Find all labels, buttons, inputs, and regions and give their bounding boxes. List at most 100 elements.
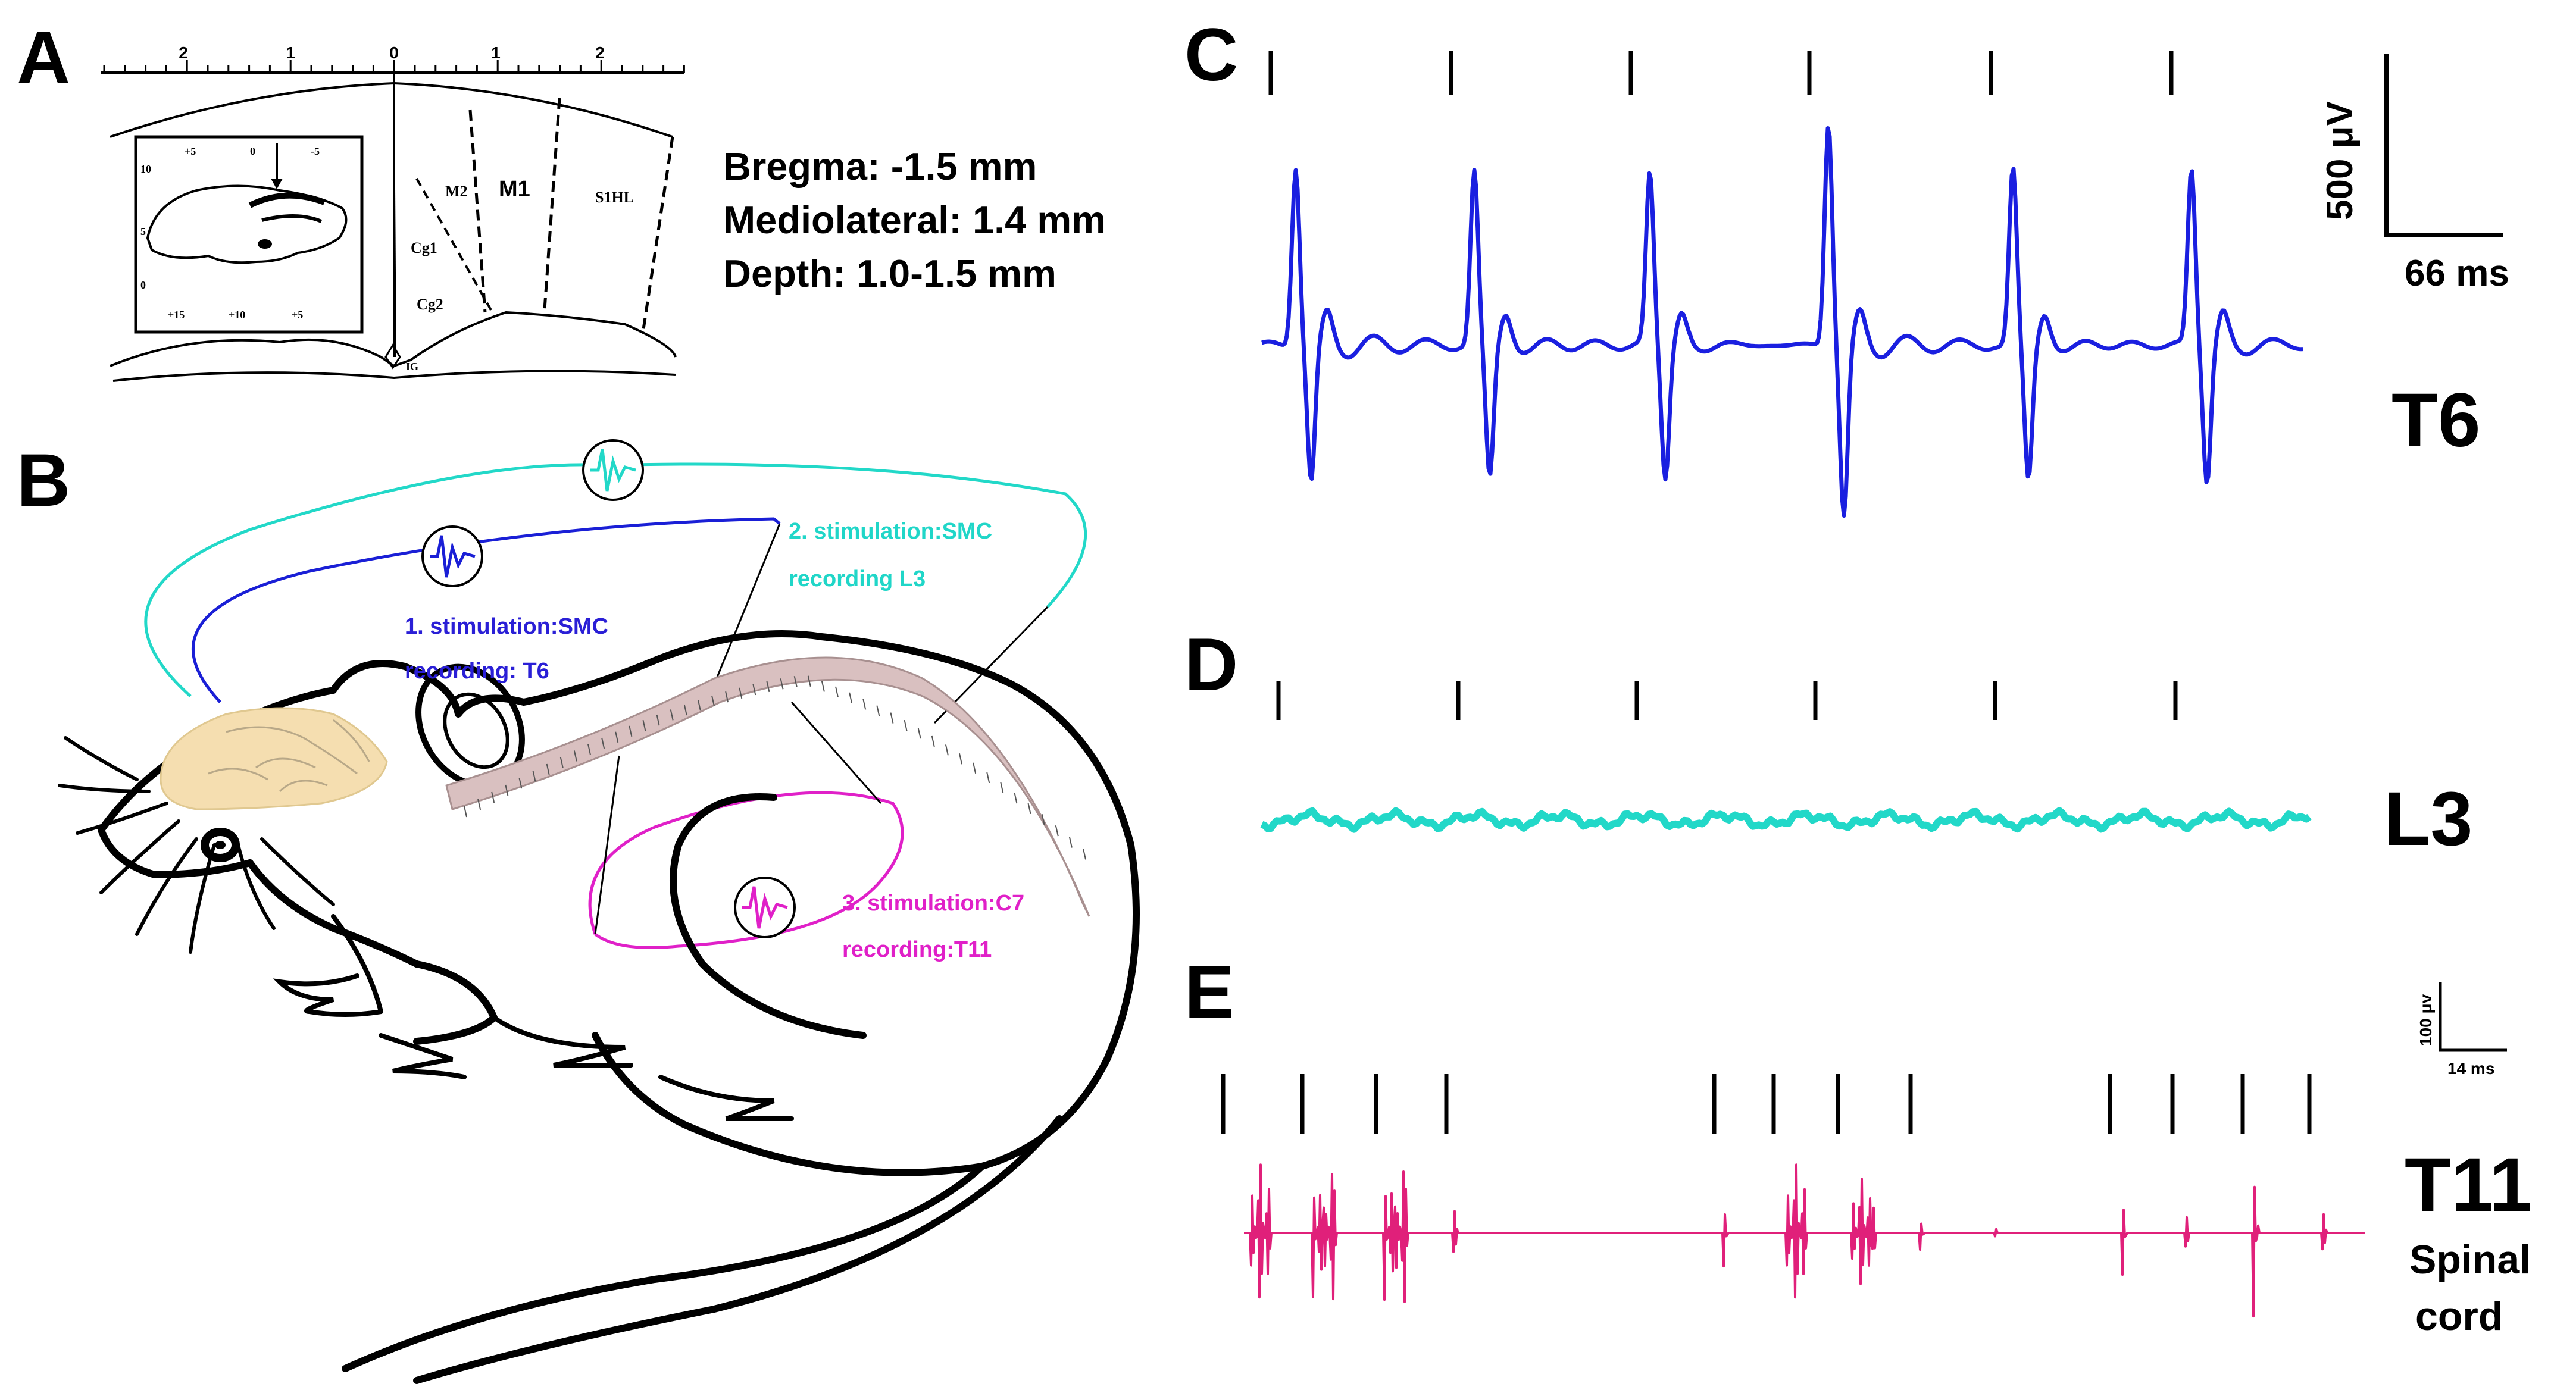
spinal-tick bbox=[1014, 792, 1018, 804]
spinal-cord bbox=[445, 656, 1090, 917]
stim3-line2: recording:T11 bbox=[842, 937, 992, 962]
spinal-tick bbox=[1027, 803, 1031, 815]
rat-whiskers bbox=[58, 736, 335, 954]
panel-letter-e: E bbox=[1184, 951, 1234, 1034]
spinal-tick bbox=[766, 681, 770, 693]
trace-t6 bbox=[1261, 126, 2303, 518]
scale-large-voltage: 500 μV bbox=[2319, 101, 2361, 220]
spinal-tick bbox=[849, 692, 853, 704]
spinal-tick bbox=[1041, 814, 1045, 825]
spinal-tick bbox=[697, 700, 701, 711]
stim2-line1: 2. stimulation:SMC bbox=[789, 519, 992, 544]
spinal-tick bbox=[532, 771, 536, 782]
spinal-cord-ticks bbox=[464, 675, 1086, 860]
ruler-ticks bbox=[103, 60, 685, 73]
spinal-tick bbox=[629, 725, 633, 737]
spinal-tick bbox=[1083, 849, 1086, 860]
spinal-tick bbox=[587, 744, 591, 755]
scale-bar-large: 500 μV 66 ms bbox=[2319, 54, 2509, 294]
spinal-tick bbox=[601, 737, 605, 749]
spinal-tick bbox=[917, 727, 921, 739]
spinal-tick bbox=[546, 763, 550, 775]
atlas-label-m2: M2 bbox=[445, 183, 468, 200]
atlas-label-s1hl: S1HL bbox=[595, 189, 634, 206]
sagittal-bottom-5: +5 bbox=[292, 309, 303, 321]
stimulus-markers-c bbox=[1268, 51, 2174, 95]
scale-small-voltage: 100 μv bbox=[2416, 994, 2435, 1046]
spinal-tick bbox=[1055, 825, 1059, 837]
spinal-tick bbox=[505, 784, 509, 796]
sagittal-left-0: 0 bbox=[140, 279, 146, 291]
stim2-line2: recording L3 bbox=[789, 566, 926, 591]
spinal-tick bbox=[656, 714, 660, 726]
trace-l3 bbox=[1260, 807, 2312, 833]
sagittal-left-5: 5 bbox=[140, 226, 146, 237]
atlas-label-cg2: Cg2 bbox=[417, 296, 443, 313]
coord-mediolateral: Mediolateral: 1.4 mm bbox=[723, 198, 1106, 242]
stim3-line1: 3. stimulation:C7 bbox=[842, 891, 1024, 916]
spinal-tick bbox=[518, 777, 523, 789]
recording-icon-blue bbox=[421, 525, 483, 587]
spinal-tick bbox=[752, 684, 756, 696]
ruler-label-right-1: 1 bbox=[491, 43, 501, 62]
atlas-label-cg1: Cg1 bbox=[411, 239, 437, 256]
spinal-tick bbox=[959, 753, 962, 765]
coronal-atlas-section bbox=[110, 73, 677, 382]
spinal-tick bbox=[683, 704, 687, 716]
sagittal-inset: 10 5 0 +15 +10 +5 +5 0 -5 bbox=[134, 135, 364, 334]
stim1-line1: 1. stimulation:SMC bbox=[405, 614, 608, 639]
spinal-tick bbox=[904, 719, 908, 731]
spinal-tick bbox=[986, 772, 990, 784]
recording-icon-cyan bbox=[582, 439, 644, 501]
coord-depth: Depth: 1.0-1.5 mm bbox=[723, 252, 1056, 295]
trace-label-t6: T6 bbox=[2391, 378, 2480, 463]
spinal-tick bbox=[477, 799, 482, 810]
atlas-label-ig: IG bbox=[406, 361, 418, 372]
panel-letter-b: B bbox=[17, 439, 70, 522]
sagittal-bottom-10: +10 bbox=[229, 309, 245, 321]
atlas-label-m1: M1 bbox=[499, 177, 530, 202]
stereotaxic-ruler: 2 1 0 1 2 bbox=[101, 43, 685, 74]
scale-large-time: 66 ms bbox=[2405, 253, 2509, 294]
spinal-tick bbox=[464, 806, 467, 818]
trace-label-cord: cord bbox=[2415, 1294, 2503, 1339]
spinal-tick bbox=[559, 757, 564, 768]
rat-body-outline bbox=[98, 630, 1140, 1384]
spinal-tick bbox=[890, 712, 894, 724]
ruler-label-left-2: 2 bbox=[179, 43, 188, 62]
spinal-tick bbox=[711, 695, 715, 707]
spinal-tick bbox=[670, 709, 674, 721]
sagittal-bottom-15: +15 bbox=[168, 309, 185, 321]
spinal-tick bbox=[725, 691, 729, 703]
panel-letter-a: A bbox=[17, 17, 70, 99]
spinal-tick bbox=[821, 681, 825, 692]
spinal-tick bbox=[876, 705, 880, 716]
spinal-tick bbox=[1000, 782, 1004, 793]
spinal-tick bbox=[973, 762, 977, 774]
spinal-tick bbox=[793, 676, 798, 687]
spinal-tick bbox=[573, 750, 577, 762]
panel-letter-c: C bbox=[1184, 14, 1238, 96]
stimulus-markers-d bbox=[1276, 681, 2178, 720]
sagittal-top-m5: -5 bbox=[311, 145, 320, 157]
scale-bar-small: 100 μv 14 ms bbox=[2416, 982, 2507, 1078]
spinal-tick bbox=[780, 678, 784, 690]
stim1-line2: recording: T6 bbox=[405, 659, 549, 684]
trace-label-l3: L3 bbox=[2384, 777, 2472, 862]
sagittal-top-0: 0 bbox=[250, 145, 255, 157]
spinal-tick bbox=[945, 744, 949, 756]
spinal-tick bbox=[807, 675, 811, 687]
spinal-tick bbox=[491, 791, 495, 803]
trace-label-t11: T11 bbox=[2405, 1142, 2532, 1228]
spinal-tick bbox=[642, 720, 646, 731]
brain-detail bbox=[208, 719, 370, 793]
recording-icon-magenta bbox=[734, 877, 796, 938]
sagittal-top-p5: +5 bbox=[185, 145, 196, 157]
ruler-label-right-2: 2 bbox=[595, 43, 605, 62]
stimulus-markers-e bbox=[1221, 1074, 2312, 1134]
spinal-tick bbox=[1068, 837, 1073, 848]
spinal-tick bbox=[615, 731, 619, 743]
eye-icon bbox=[201, 828, 240, 862]
spinal-tick bbox=[835, 686, 839, 698]
spinal-tick bbox=[931, 735, 935, 747]
